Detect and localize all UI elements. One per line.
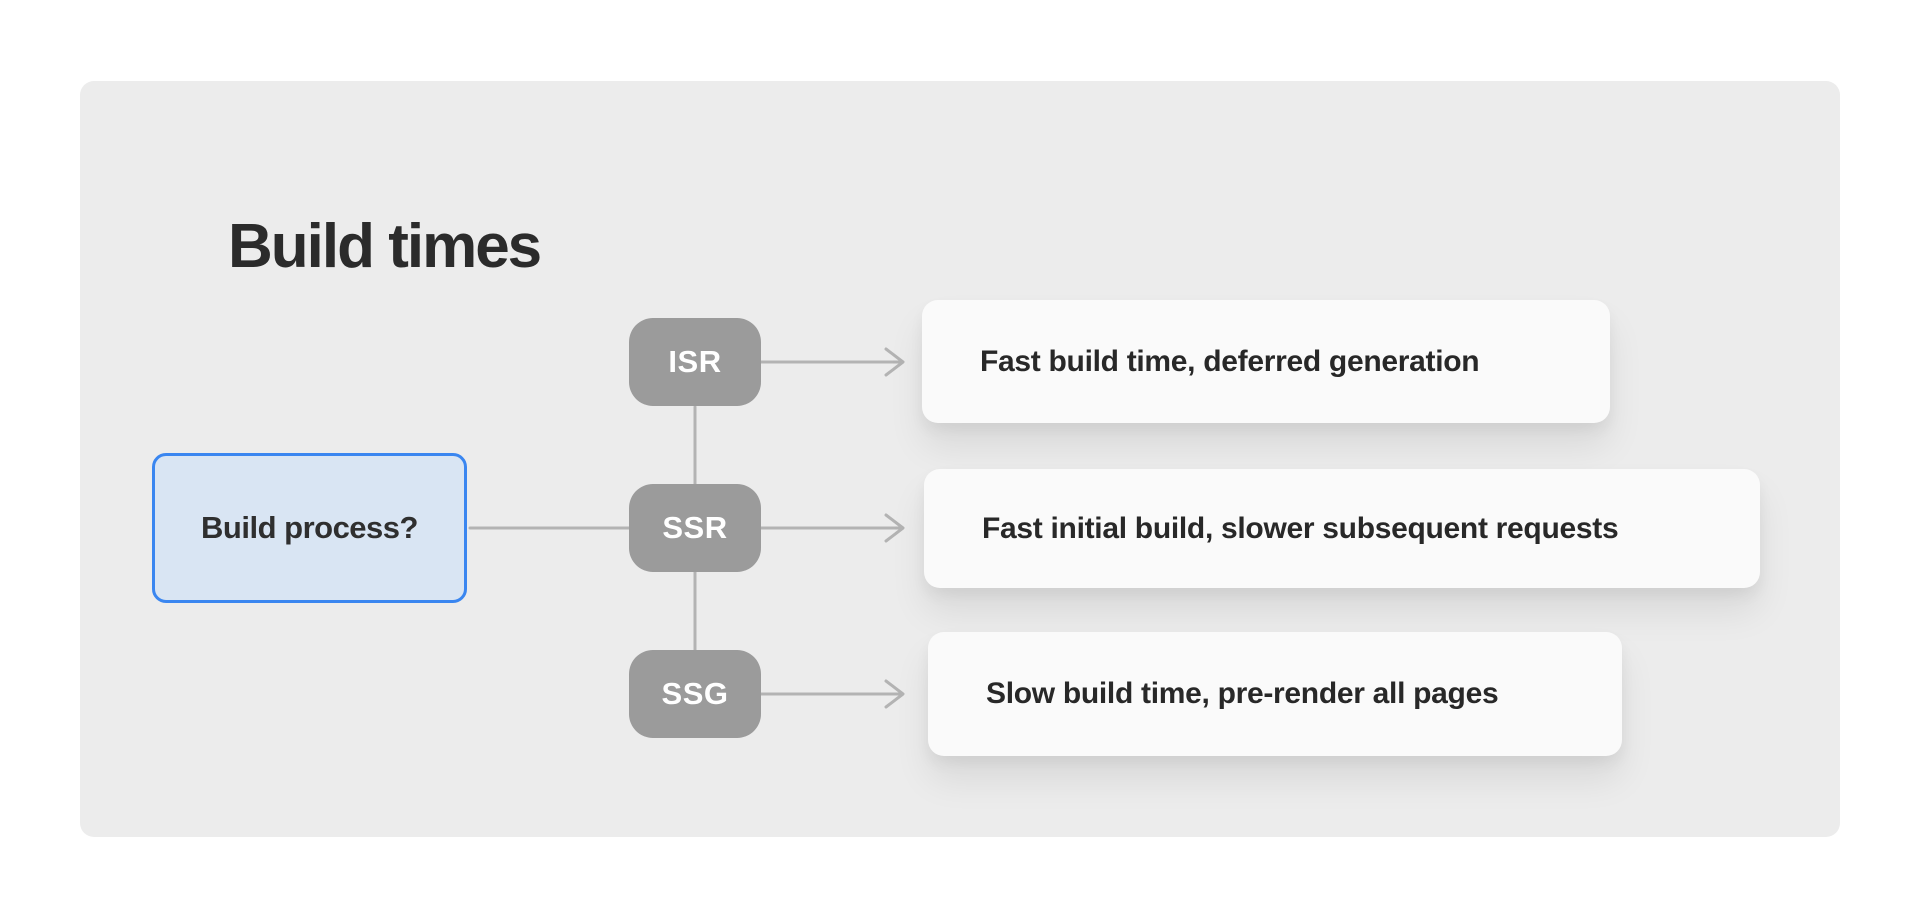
result-card-ssg: Slow build time, pre-render all pages [928, 632, 1622, 756]
result-isr-text: Fast build time, deferred generation [980, 344, 1480, 378]
result-card-ssr: Fast initial build, slower subsequent re… [924, 469, 1760, 588]
node-ssr-label: SSR [662, 510, 728, 545]
node-isr: ISR [629, 318, 761, 406]
page-title: Build times [228, 212, 542, 281]
result-ssg-text: Slow build time, pre-render all pages [986, 677, 1499, 710]
result-card-isr: Fast build time, deferred generation [922, 300, 1610, 423]
node-ssg-label: SSG [661, 676, 729, 711]
result-ssr-text: Fast initial build, slower subsequent re… [982, 511, 1619, 545]
node-ssg: SSG [629, 650, 761, 738]
node-ssr: SSR [629, 484, 761, 572]
build-process-node: Build process? [152, 453, 467, 603]
node-isr-label: ISR [668, 344, 722, 379]
build-process-label: Build process? [201, 510, 418, 545]
